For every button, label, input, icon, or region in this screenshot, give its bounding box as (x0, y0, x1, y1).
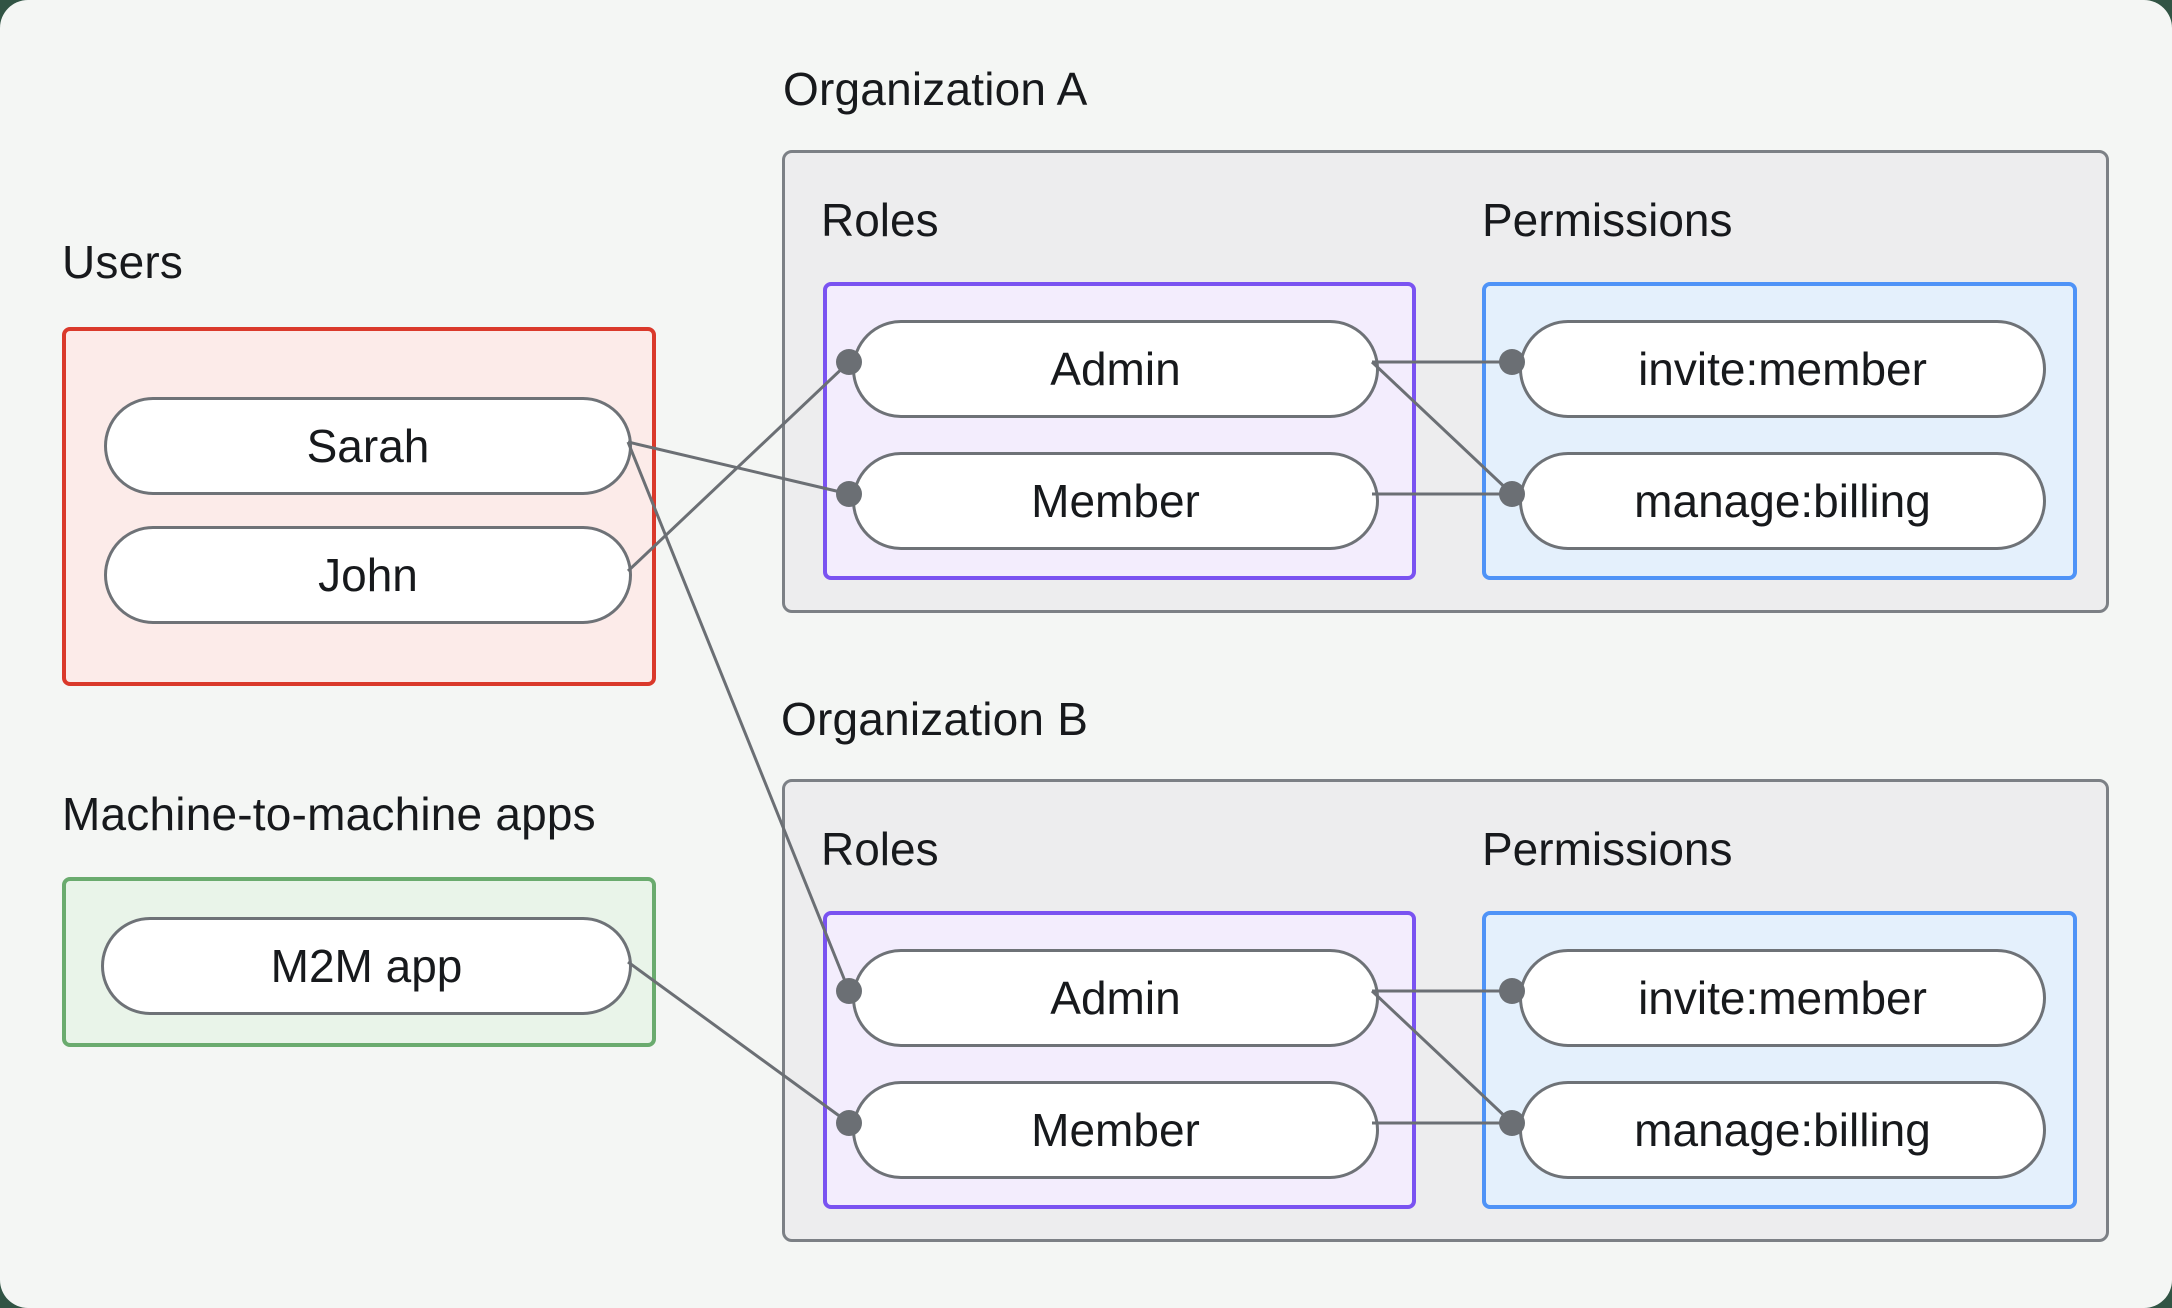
user-node-sarah-label: Sarah (306, 420, 430, 472)
organization-a-box: Roles Admin Member Permissions invite:me… (782, 150, 2109, 613)
organization-b-permissions-label: Permissions (1482, 823, 1733, 875)
organization-b-role-member-label: Member (1031, 1104, 1200, 1156)
user-node-john: John (104, 526, 632, 624)
organization-b-box: Roles Admin Member Permissions invite:me… (782, 779, 2109, 1242)
organization-a-role-member: Member (852, 452, 1379, 550)
organization-b-permission-invite-member-label: invite:member (1638, 972, 1927, 1024)
organization-b-roles-box: Admin Member (823, 911, 1416, 1209)
m2m-app-node-label: M2M app (270, 940, 463, 992)
organization-b-permission-manage-billing: manage:billing (1519, 1081, 2046, 1179)
organization-b-permission-invite-member: invite:member (1519, 949, 2046, 1047)
organization-a-roles-label: Roles (821, 194, 939, 246)
organization-a-role-member-label: Member (1031, 475, 1200, 527)
organization-a-permission-manage-billing: manage:billing (1519, 452, 2046, 550)
user-node-john-label: John (318, 549, 418, 601)
organization-a-title: Organization A (783, 63, 1088, 115)
organization-a-roles-box: Admin Member (823, 282, 1416, 580)
organization-b-role-admin-label: Admin (1050, 972, 1181, 1024)
organization-b-role-member: Member (852, 1081, 1379, 1179)
organization-a-role-admin-label: Admin (1050, 343, 1181, 395)
m2m-app-node: M2M app (101, 917, 632, 1015)
organization-a-permissions-box: invite:member manage:billing (1482, 282, 2077, 580)
organization-a-role-admin: Admin (852, 320, 1379, 418)
organization-a-permission-invite-member-label: invite:member (1638, 343, 1927, 395)
organization-a-permissions-label: Permissions (1482, 194, 1733, 246)
organization-b-title: Organization B (781, 693, 1089, 745)
m2m-group-label: Machine-to-machine apps (62, 788, 596, 840)
organization-a-permission-manage-billing-label: manage:billing (1634, 475, 1931, 527)
m2m-group-box: M2M app (62, 877, 656, 1047)
user-node-sarah: Sarah (104, 397, 632, 495)
organization-b-permission-manage-billing-label: manage:billing (1634, 1104, 1931, 1156)
users-group-box: Sarah John (62, 327, 656, 686)
organization-b-role-admin: Admin (852, 949, 1379, 1047)
organization-b-permissions-box: invite:member manage:billing (1482, 911, 2077, 1209)
users-group-label: Users (62, 236, 184, 288)
organization-b-roles-label: Roles (821, 823, 939, 875)
organization-a-permission-invite-member: invite:member (1519, 320, 2046, 418)
